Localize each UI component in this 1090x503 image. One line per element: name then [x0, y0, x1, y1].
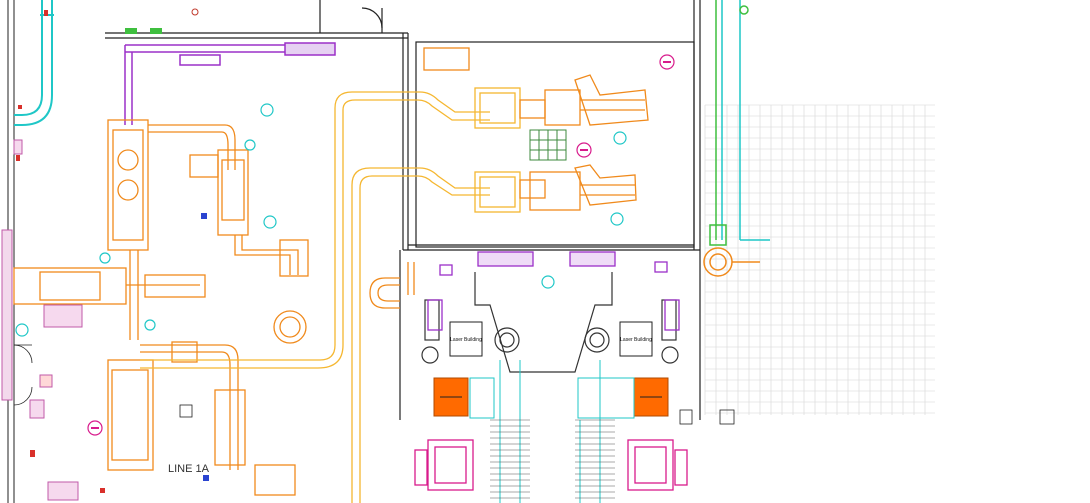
right-green-duct — [703, 0, 770, 277]
track-rails — [490, 419, 615, 499]
laser-building-left: Laser Building — [449, 321, 483, 357]
left-wall-strip — [1, 0, 15, 503]
green-pallet — [529, 129, 567, 161]
laser-building-right: Laser Building — [619, 321, 653, 357]
green-marks — [125, 8, 199, 34]
line-label: LINE 1A — [168, 463, 210, 475]
blue-markers — [201, 213, 209, 481]
cyan-tracks — [469, 360, 635, 503]
magenta-stations — [414, 439, 688, 491]
orange-machinery-room — [423, 47, 649, 211]
purple-units — [427, 251, 680, 331]
yellow-conveyor — [140, 87, 521, 503]
orange-blocks — [433, 377, 669, 417]
grid-area — [704, 104, 935, 415]
purple-top-duct — [124, 42, 336, 125]
pink-hatched-blocks — [13, 139, 83, 501]
laser-building-left-label: Laser Building — [450, 337, 482, 343]
door-arcs — [13, 344, 735, 425]
red-marks — [16, 10, 105, 493]
orange-spiral — [369, 262, 415, 309]
laser-building-right-label: Laser Building — [620, 337, 652, 343]
cyan-symbols — [15, 103, 627, 337]
building-walls — [105, 0, 701, 420]
equipment-circle-symbols — [87, 54, 675, 436]
orange-machinery-left — [13, 119, 309, 496]
